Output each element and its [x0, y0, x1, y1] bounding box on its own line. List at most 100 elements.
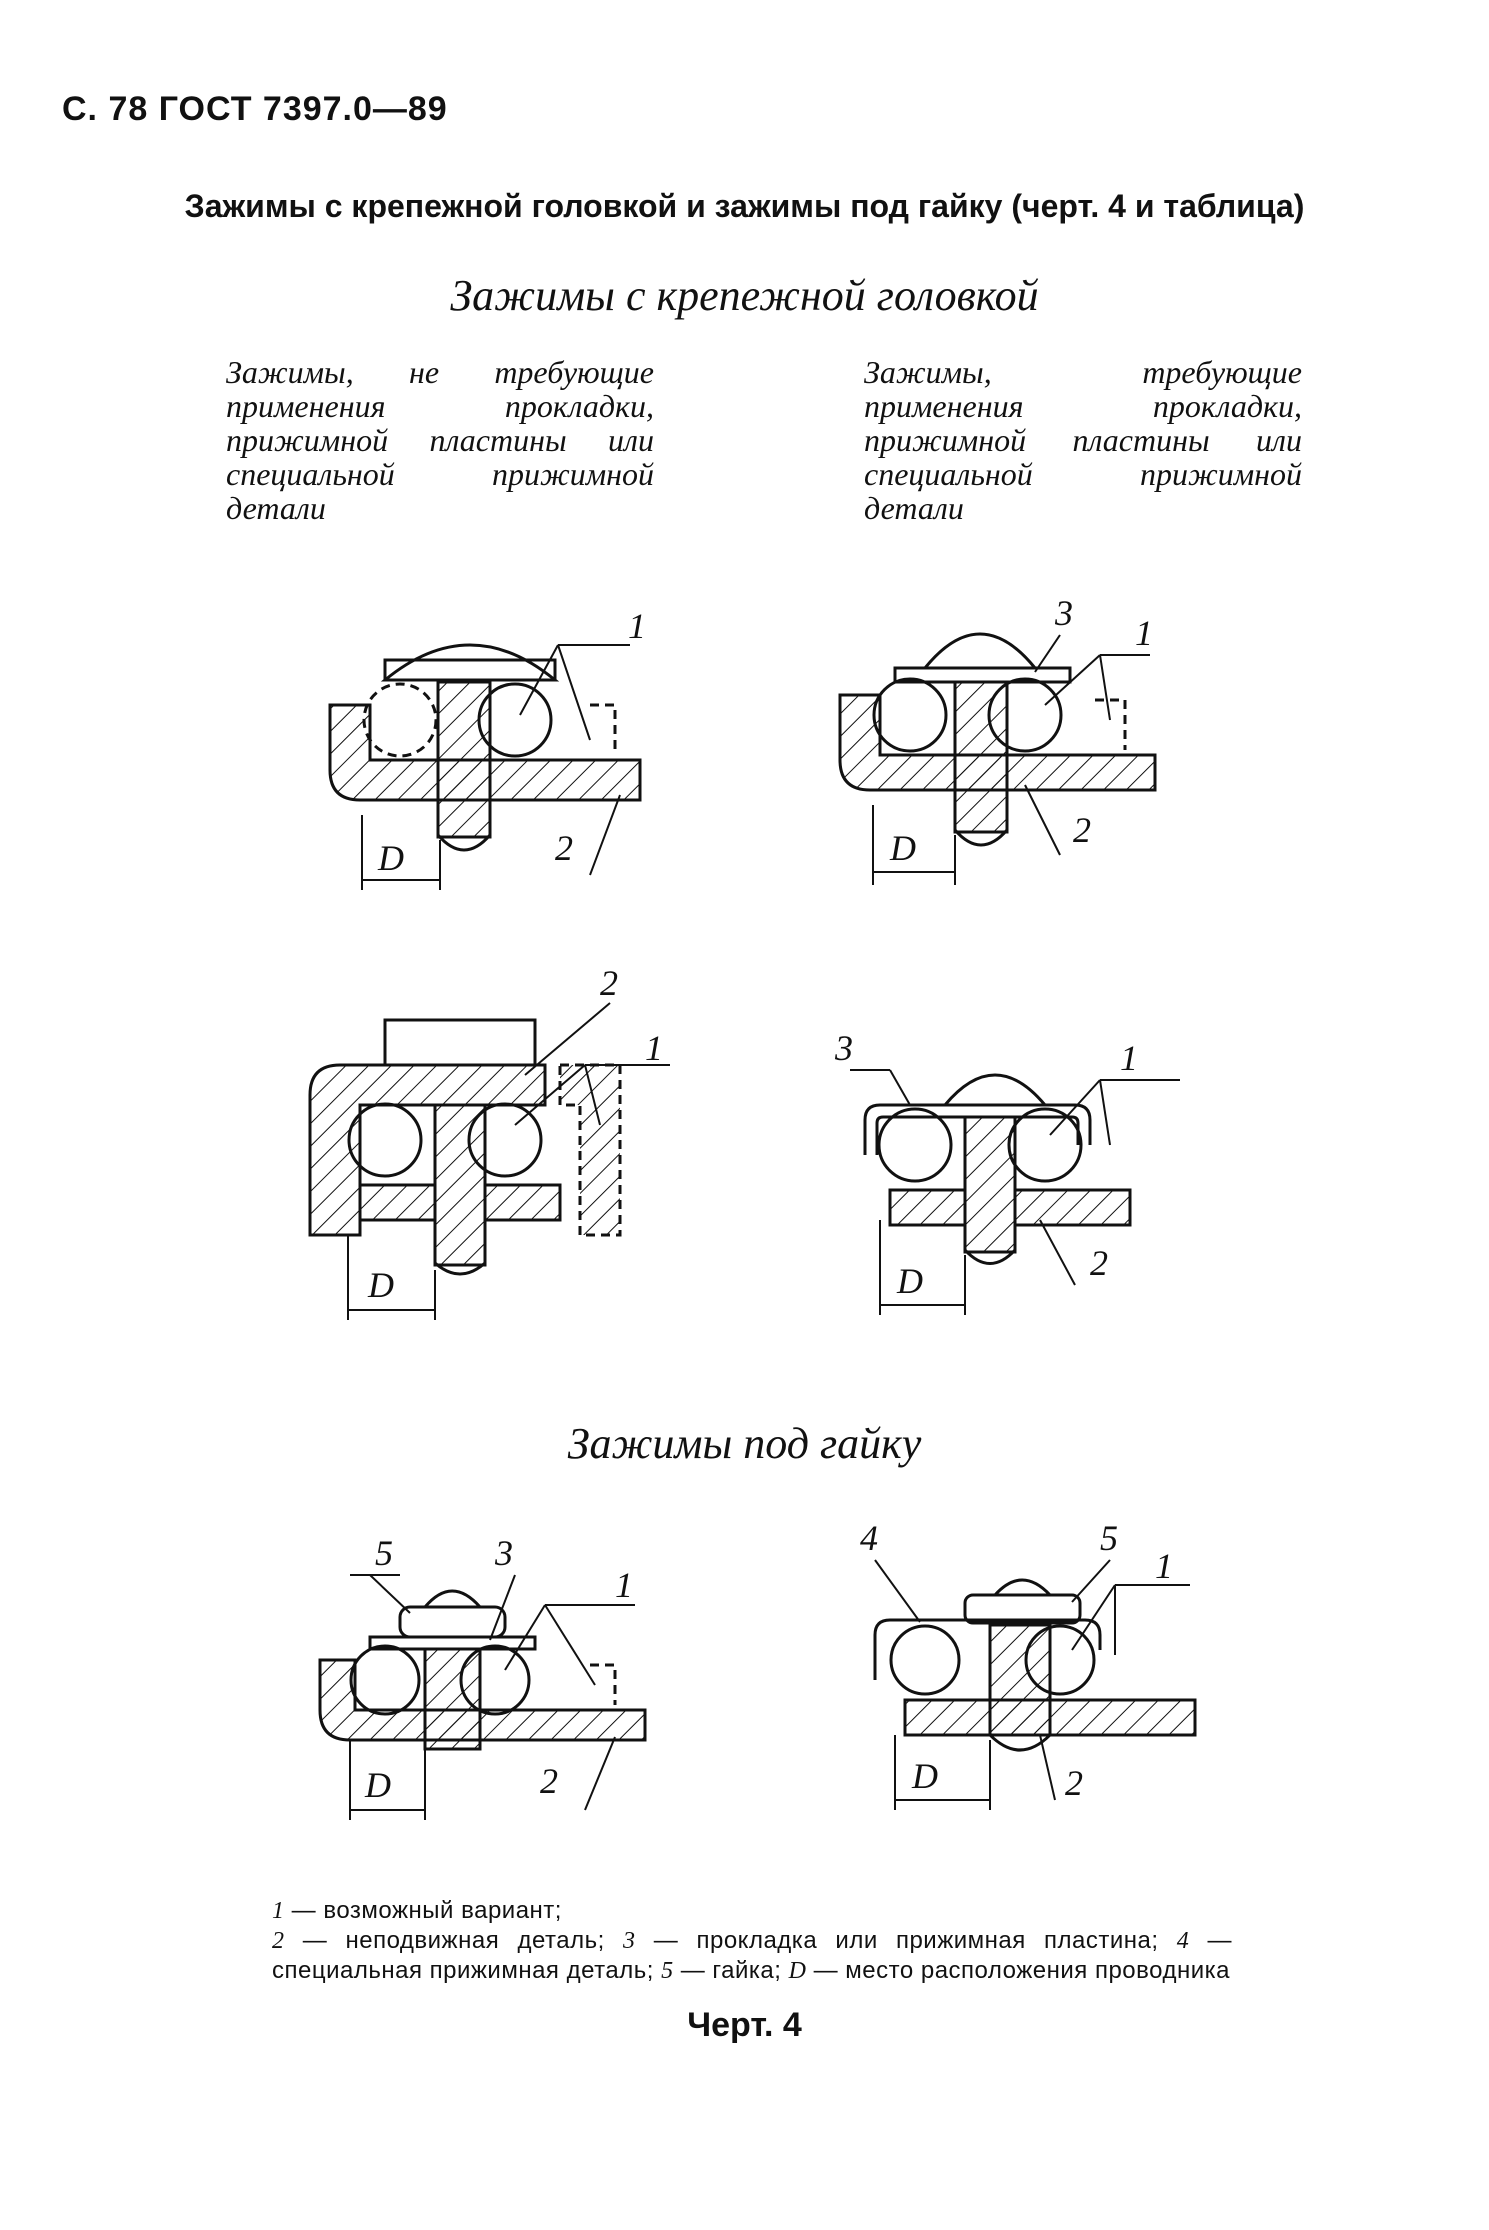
optional-part	[558, 1063, 622, 1237]
screw-tip	[953, 829, 1009, 847]
legend-num-4: 4	[1176, 1928, 1190, 1954]
callout-2: 2	[1073, 810, 1091, 850]
callout-2: 2	[1090, 1243, 1108, 1283]
screw-head	[941, 1073, 1049, 1107]
legend-num-1: 1	[272, 1898, 285, 1924]
figure-screw-clamp-3: D 2 1	[308, 963, 670, 1320]
callout-2: 2	[600, 963, 618, 1003]
bolt-shank	[423, 1647, 482, 1751]
lower-plate-right	[483, 1183, 562, 1222]
conductor-left	[872, 677, 948, 753]
caption-right-column: Зажимы, требующие применения прокладки, …	[864, 354, 1302, 526]
callout-1: 1	[1155, 1546, 1173, 1586]
legend-num-5: 5	[661, 1958, 674, 1984]
figure-nut-clamp-2: D 4 5 1 2	[860, 1518, 1197, 1810]
legend-num-2: 2	[272, 1928, 285, 1954]
bolt-end	[423, 1589, 482, 1608]
leader-5	[1071, 1559, 1111, 1603]
leader-1a	[519, 644, 559, 716]
conductor-right	[1007, 1107, 1083, 1183]
legend-text-4: — специальная прижимная деталь;	[272, 1927, 1233, 1984]
optional-part-outline	[590, 1663, 617, 1705]
leader-4	[874, 1559, 921, 1623]
callout-2: 2	[1065, 1763, 1083, 1803]
conductor-left	[347, 1102, 423, 1178]
conductor-left	[877, 1107, 953, 1183]
screw-tip	[963, 1248, 1017, 1265]
legend-text-5: — гайка;	[673, 1957, 789, 1984]
figure-screw-clamp-4: D 3 1 2	[834, 1028, 1180, 1315]
leader-1b	[584, 1064, 601, 1126]
page-header: С. 78 ГОСТ 7397.0—89	[62, 90, 448, 128]
leader-1b	[1099, 1079, 1111, 1146]
legend-text-3: — прокладка или прижимная пластина;	[635, 1927, 1177, 1954]
conductor-left	[349, 1644, 421, 1716]
dim-label-d: D	[364, 1765, 391, 1805]
fixed-part-body	[308, 1063, 547, 1237]
legend-num-3: 3	[623, 1928, 636, 1954]
dim-label-d: D	[889, 828, 916, 868]
screw-shank	[963, 1115, 1017, 1254]
leader-2	[1039, 1734, 1056, 1801]
screw-head-base	[383, 658, 557, 682]
special-pressure-part	[873, 1618, 1102, 1680]
figure-screw-clamp-1: D 1 2	[328, 606, 646, 890]
legend-text-2: — неподвижная деталь;	[284, 1927, 623, 1954]
leader-1a	[514, 1064, 586, 1126]
leader-3	[489, 1574, 516, 1641]
callout-1: 1	[1135, 613, 1153, 653]
fixed-part-body	[838, 693, 1157, 792]
bolt-end	[993, 1578, 1052, 1597]
fixed-plate-left	[888, 1188, 967, 1227]
dim-label-d: D	[377, 838, 404, 878]
leader-2	[524, 1002, 611, 1076]
callout-1: 1	[645, 1028, 663, 1068]
callout-5: 5	[375, 1533, 393, 1573]
leader-2	[589, 794, 621, 876]
leader-1a	[1049, 1079, 1101, 1136]
figure-nut-clamp-1: D 5 3 1 2	[318, 1533, 647, 1820]
optional-part-outline	[1095, 698, 1127, 750]
screw-head	[383, 1018, 537, 1067]
fixed-part-body	[328, 703, 642, 802]
leader-1b	[1099, 654, 1111, 721]
conductor-left	[362, 682, 438, 758]
dim-label-d: D	[367, 1265, 394, 1305]
leader-2	[1039, 1219, 1076, 1286]
optional-part-outline	[590, 703, 617, 750]
fixed-part-body	[318, 1658, 647, 1742]
fixed-plate-right	[1013, 1188, 1132, 1227]
legend: 1 — возможный вариант; 2 — неподвижная д…	[272, 1896, 1232, 1986]
screw-shank	[436, 680, 492, 839]
leader-3	[1034, 634, 1061, 673]
leader-1b	[544, 1604, 596, 1686]
legend-text-1: — возможный вариант;	[284, 1897, 562, 1924]
leader-2	[584, 1736, 616, 1811]
callout-1: 1	[628, 606, 646, 646]
leader-2	[1024, 784, 1061, 856]
caption-left-column: Зажимы, не требующие применения прокладк…	[226, 354, 654, 526]
callout-3: 3	[1054, 593, 1073, 633]
callout-2: 2	[555, 828, 573, 868]
dim-label-d: D	[911, 1756, 938, 1796]
leader-1a	[504, 1604, 546, 1671]
screw-head	[921, 632, 1039, 670]
legend-num-d: D	[788, 1958, 807, 1984]
section-heading-nut-clamps: Зажимы под гайку	[567, 1419, 922, 1468]
lower-plate-left	[358, 1183, 437, 1222]
callout-1: 1	[615, 1565, 633, 1605]
bolt-head	[988, 1733, 1052, 1752]
callout-2: 2	[540, 1761, 558, 1801]
screw-tip	[434, 1261, 486, 1276]
bolt-shank	[988, 1623, 1052, 1737]
nut	[963, 1593, 1082, 1625]
callout-3: 3	[494, 1533, 513, 1573]
callout-4: 4	[860, 1518, 878, 1558]
leader-3b	[889, 1069, 911, 1106]
figure-screw-clamp-2: D 3 1 2	[838, 593, 1157, 885]
section-heading-screw-clamps: Зажимы с крепежной головкой	[450, 271, 1039, 320]
dim-label-d: D	[896, 1261, 923, 1301]
leader-1a	[1071, 1584, 1116, 1651]
nut	[398, 1605, 507, 1639]
page-title: Зажимы с крепежной головкой и зажимы под…	[184, 188, 1305, 224]
